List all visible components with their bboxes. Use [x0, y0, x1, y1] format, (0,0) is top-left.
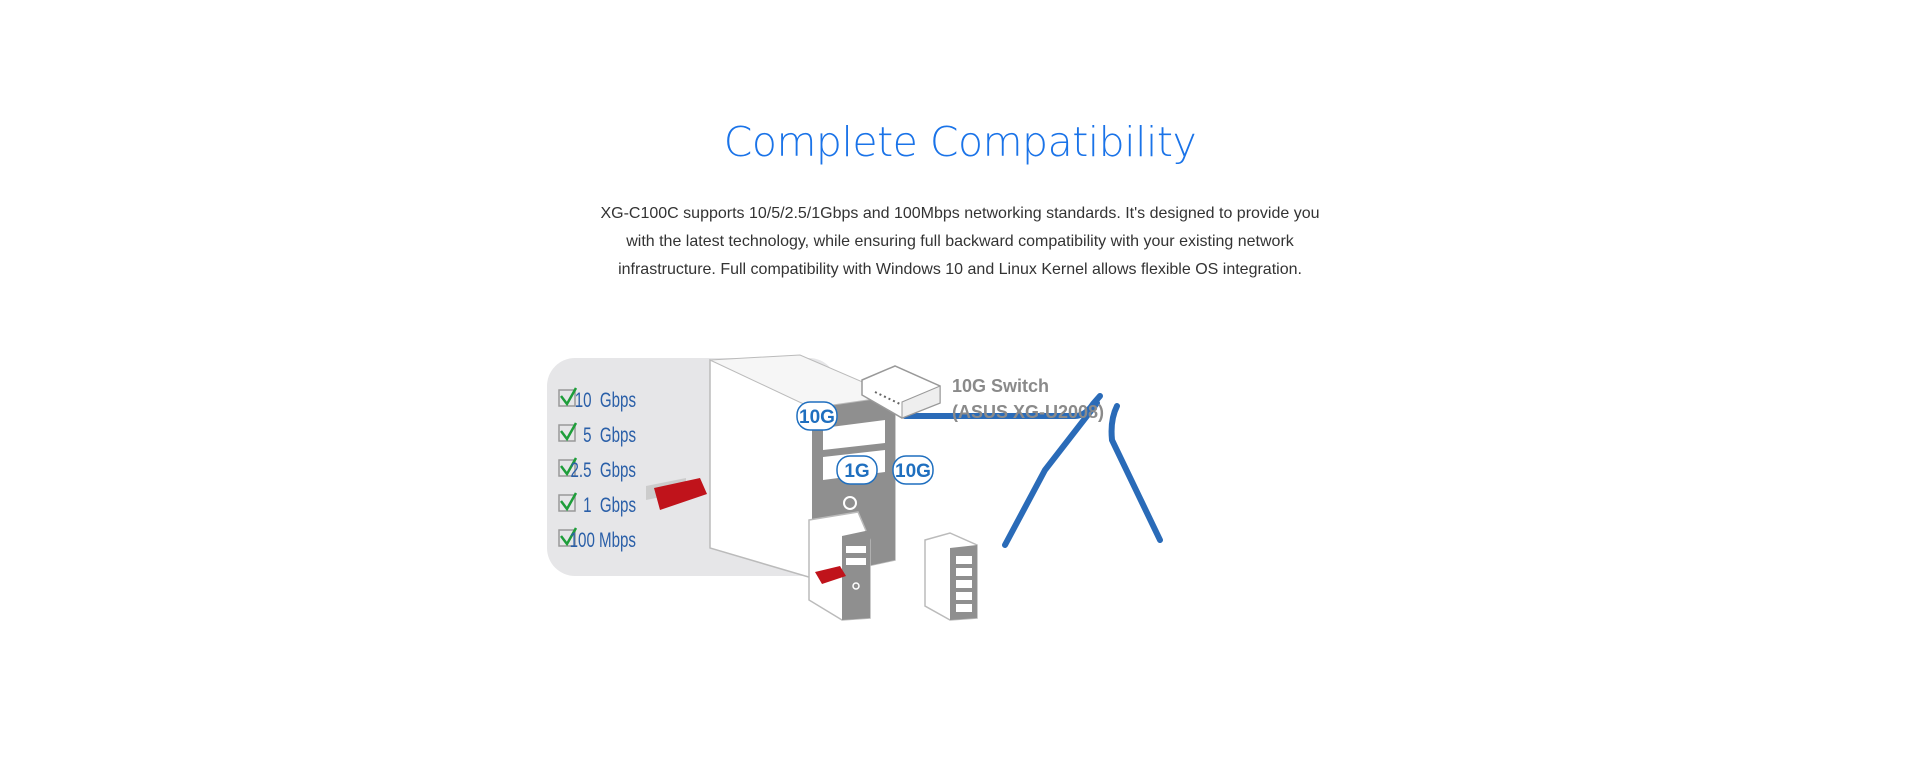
- speed-label: 5 Gbps: [583, 422, 636, 446]
- link-speed-label: 10G: [895, 461, 931, 482]
- speed-label: 100 Mbps: [570, 527, 636, 551]
- speed-label: 2.5 Gbps: [570, 457, 636, 481]
- switch-model: (ASUS XG-U2008): [952, 402, 1104, 422]
- network-cables: [902, 393, 1163, 548]
- client-pc-tower-icon: [808, 511, 871, 621]
- link-badge-1g: 1G: [836, 455, 878, 485]
- link-badge-10g-uplink: 10G: [796, 401, 838, 431]
- switch-label: 10G Switch: [952, 376, 1049, 396]
- link-speed-label: 10G: [799, 407, 835, 428]
- switch-icon: [861, 365, 941, 419]
- description-line: XG-C100C supports 10/5/2.5/1Gbps and 100…: [600, 205, 1320, 222]
- speed-label: 1 Gbps: [583, 492, 636, 516]
- link-speed-label: 1G: [844, 461, 869, 482]
- description-line: with the latest technology, while ensuri…: [626, 233, 1294, 250]
- section-description: XG-C100C supports 10/5/2.5/1Gbps and 100…: [560, 200, 1360, 284]
- network-card-icon: [646, 478, 707, 510]
- speed-checklist: 10 Gbps 5 Gbps 2.5 Gbps 1 Gbps 100 Mbps: [558, 387, 636, 552]
- check-icon: [558, 387, 578, 547]
- page-title: Complete Compatibility: [723, 118, 1197, 166]
- speed-label: 10 Gbps: [575, 387, 636, 411]
- link-badge-10g-nas: 10G: [892, 455, 934, 485]
- description-line: infrastructure. Full compatibility with …: [618, 261, 1302, 278]
- nas-storage-icon: [924, 532, 978, 621]
